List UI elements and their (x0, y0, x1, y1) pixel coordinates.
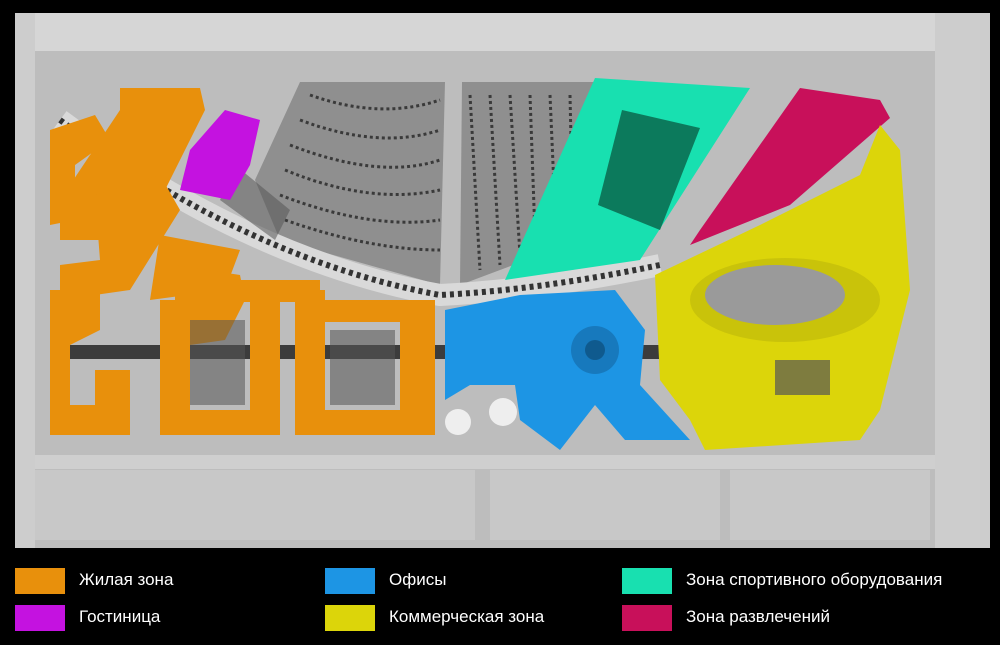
hotel-building (180, 110, 260, 200)
legend-swatch-commercial (325, 605, 375, 631)
parking-lot-west (255, 82, 445, 285)
road-west (15, 13, 35, 548)
legend-label-residential: Жилая зона (79, 570, 174, 589)
legend-label-entertainment: Зона развлечений (686, 607, 830, 626)
site-plan-svg (15, 13, 990, 548)
road-east (935, 13, 990, 548)
road-south (15, 455, 990, 469)
fountain (585, 340, 605, 360)
offices-zone (445, 290, 690, 450)
legend-label-sports: Зона спортивного оборудования (686, 570, 943, 589)
legend-swatch-entertainment (622, 605, 672, 631)
block-south-west (35, 470, 475, 540)
legend-swatch-offices (325, 568, 375, 594)
sports-field (598, 110, 700, 230)
site-plan-map (15, 13, 990, 548)
legend-swatch-sports (622, 568, 672, 594)
pavilion-a (445, 409, 471, 435)
parking-lot-center (460, 82, 600, 285)
legend-swatch-hotel (15, 605, 65, 631)
legend-swatch-residential (15, 568, 65, 594)
legend-label-offices: Офисы (389, 570, 447, 589)
commercial-grid-structure (775, 360, 830, 395)
parking-rows (279, 93, 574, 271)
block-south-east (730, 470, 930, 540)
entertainment-zone (690, 88, 890, 245)
pavilion-b (489, 398, 517, 426)
legend-label-hotel: Гостиница (79, 607, 161, 626)
building-shadows (190, 165, 395, 405)
legend: Жилая зона Гостиница Офисы Коммерческая … (0, 555, 1000, 645)
legend-label-commercial: Коммерческая зона (389, 607, 545, 626)
road-north (15, 13, 990, 51)
block-south-center (490, 470, 720, 540)
commercial-courtyard (705, 265, 845, 325)
residential-zone (50, 88, 435, 435)
